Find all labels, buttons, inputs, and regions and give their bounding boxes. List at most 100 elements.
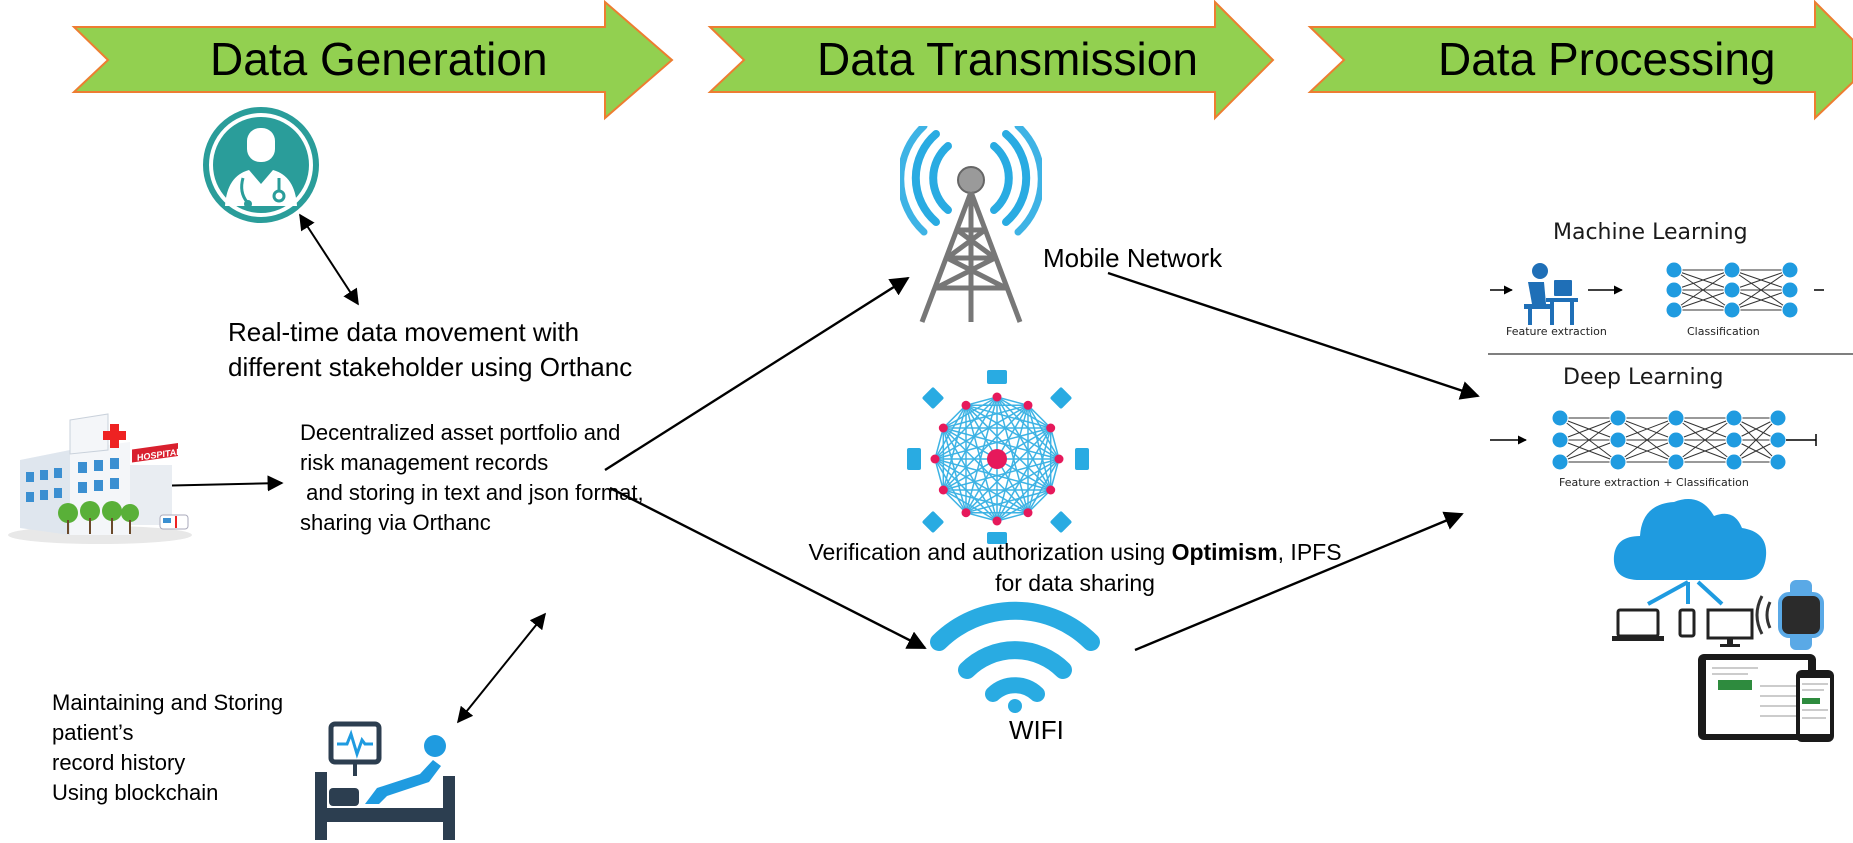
arrow-mobile-processing [1107, 271, 1480, 400]
hub-link [934, 458, 1051, 491]
net-link [1673, 269, 1733, 291]
net-link [1731, 269, 1791, 291]
hub-node [1054, 454, 1064, 464]
net-node [1725, 431, 1743, 449]
dl-network [1551, 409, 1787, 471]
ml-diagram [1488, 261, 1853, 355]
devices-icon [1612, 580, 1824, 650]
decentralized-line-1: Decentralized asset portfolio and [300, 420, 621, 445]
hub-link [943, 427, 1060, 460]
hub-node [1023, 400, 1033, 410]
maintaining-line-3: record history [52, 750, 186, 775]
device-phone [1678, 608, 1696, 638]
net-node [1665, 281, 1683, 299]
verification-suffix: , IPFS [1277, 539, 1342, 565]
ml-network [1665, 261, 1799, 319]
hub-node [961, 508, 971, 518]
net-node [1665, 261, 1683, 279]
net-node [1781, 301, 1799, 319]
hub-link [942, 489, 967, 514]
realtime-text: Real-time data movement with different s… [228, 315, 632, 385]
stage-arrow-generation [71, 0, 674, 121]
hub-node [992, 392, 1002, 402]
net-link [1617, 439, 1677, 463]
hub-link [934, 458, 967, 514]
maintaining-line-1: Maintaining and Storing [52, 690, 284, 715]
hub-link [934, 458, 945, 491]
wifi-label: WIFI [1009, 715, 1064, 745]
net-node [1609, 453, 1627, 471]
maintaining-text: Maintaining and Storing patient’s record… [52, 688, 283, 808]
hub-link [934, 427, 1051, 460]
network-hub-icon [907, 370, 1089, 544]
net-node [1723, 301, 1741, 319]
net-link [1617, 417, 1677, 441]
net-node [1667, 409, 1685, 427]
net-node [1723, 261, 1741, 279]
hub-link [942, 427, 998, 522]
device-smartwatch [1755, 580, 1824, 650]
verification-line-1: Verification and authorization using Opt… [790, 537, 1360, 568]
net-node [1609, 409, 1627, 427]
net-node [1725, 409, 1743, 427]
hub-node [938, 485, 948, 495]
hub-link [942, 405, 967, 491]
doctor-icon [203, 107, 319, 223]
arrow-doctor-realtime [299, 213, 359, 306]
arrow-records-mobile [604, 276, 910, 472]
hub-link [965, 427, 1052, 514]
verification-line-2: for data sharing [995, 570, 1155, 596]
hub-link [996, 511, 1029, 522]
net-link [1733, 417, 1779, 463]
decentralized-line-3: and storing in text and json format, [300, 480, 644, 505]
hub-node [1046, 423, 1056, 433]
hub-node [961, 400, 971, 410]
dl-caption: Feature extraction + Classification [1559, 476, 1749, 489]
hub-nodes [930, 392, 1064, 526]
device-monitor [1706, 608, 1754, 647]
net-node [1769, 453, 1787, 471]
hub-link [965, 405, 998, 522]
hub-link [965, 404, 1052, 491]
hub-node [1023, 508, 1033, 518]
hub-node [938, 423, 948, 433]
net-node [1609, 431, 1627, 449]
net-link [1559, 417, 1619, 463]
hub-link [942, 404, 967, 429]
realtime-line-1: Real-time data movement with [228, 317, 580, 347]
decentralized-line-4: sharing via Orthanc [300, 510, 491, 535]
hub-link [942, 404, 1029, 491]
ml-feature-caption: Feature extraction [1506, 325, 1607, 338]
net-node [1665, 301, 1683, 319]
net-link [1673, 269, 1733, 311]
net-node [1725, 453, 1743, 471]
hub-link [942, 427, 967, 513]
net-node [1769, 431, 1787, 449]
hub-link [1027, 489, 1052, 514]
hub-link [934, 427, 945, 460]
verification-text: Verification and authorization using Opt… [790, 537, 1360, 599]
mobile-network-label: Mobile Network [1043, 243, 1223, 273]
arrow-patient-records [456, 612, 547, 724]
arrow-wifi-processing [1134, 511, 1464, 652]
dl-diagram [1490, 409, 1817, 471]
net-node [1781, 261, 1799, 279]
cloud-icon [1613, 499, 1767, 580]
ml-title: Machine Learning [1553, 220, 1748, 245]
net-node [1551, 431, 1569, 449]
decentralized-text: Decentralized asset portfolio and risk m… [300, 418, 644, 538]
ml-class-caption: Classification [1687, 325, 1760, 338]
hub-link [942, 427, 1029, 514]
net-link [1559, 417, 1619, 441]
net-link [1559, 439, 1619, 463]
hub-link [934, 404, 967, 460]
dl-title: Deep Learning [1563, 365, 1724, 390]
hospital-icon: HOSPITAL [8, 413, 192, 544]
net-link [1617, 417, 1677, 463]
net-node [1769, 409, 1787, 427]
hub-link [965, 396, 998, 513]
net-node [1667, 431, 1685, 449]
hub-link [943, 458, 1060, 491]
hub-link [996, 396, 1029, 513]
tower-icon [900, 126, 1042, 323]
